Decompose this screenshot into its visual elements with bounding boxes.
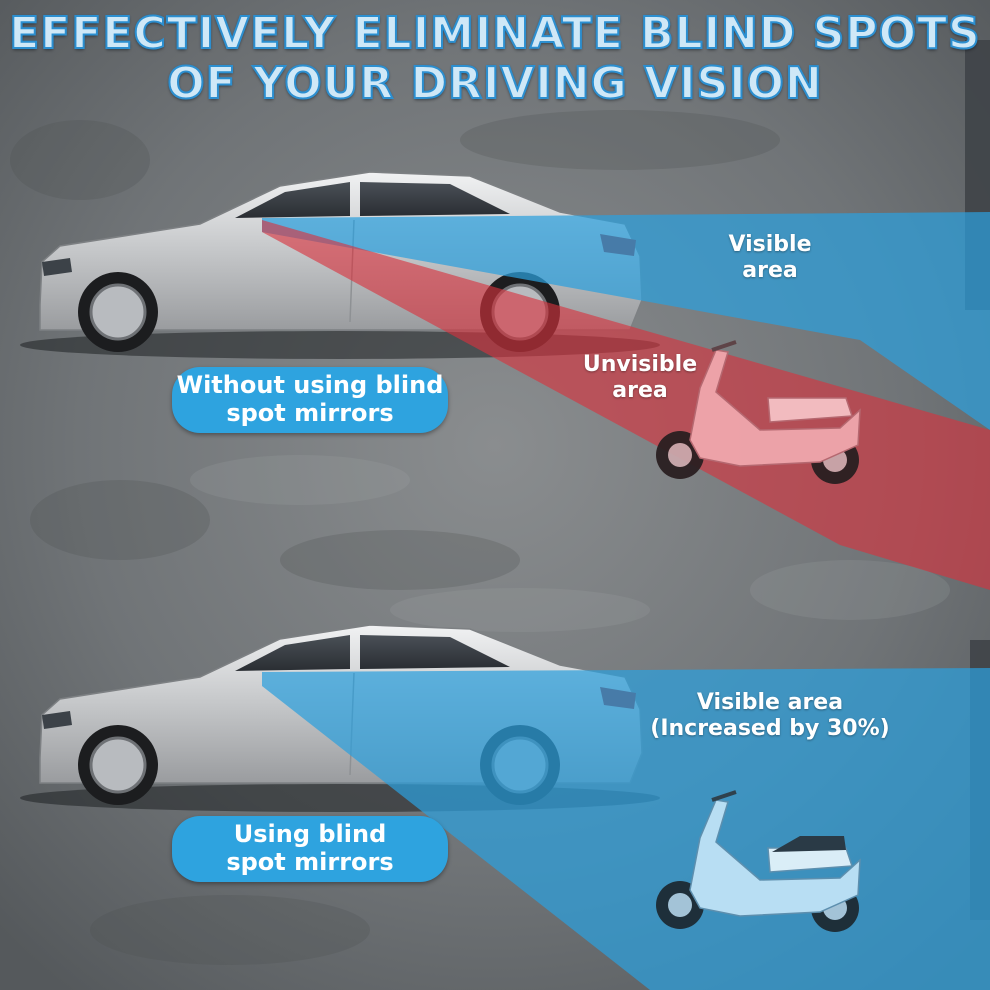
without-mirror-pill-line-1: Without using blind	[176, 371, 444, 399]
with-mirror-pill-line-2: spot mirrors	[226, 848, 394, 876]
title-line-2: OF YOUR DRIVING VISION	[166, 57, 823, 110]
bottom-scooter	[656, 790, 861, 932]
unvisible-label-line-1: Unvisible	[582, 352, 698, 377]
with-mirror-pill: Using blind spot mirrors	[172, 816, 448, 882]
bottom-visible-label-line-1: Visible area	[696, 690, 844, 715]
unvisible-label-line-2: area	[612, 378, 668, 403]
bottom-visible-label-line-2: (Increased by 30%)	[650, 716, 890, 741]
top-scooter	[656, 340, 861, 484]
bottom-visible-area-label: Visible area (Increased by 30%)	[640, 690, 900, 742]
without-mirror-pill-line-2: spot mirrors	[226, 399, 394, 427]
top-visible-zone	[262, 212, 990, 430]
top-visible-area-label: Visible area	[728, 232, 812, 283]
title-line-1: EFFECTIVELY ELIMINATE BLIND SPOTS	[8, 7, 981, 60]
top-unvisible-zone	[262, 220, 990, 590]
with-mirror-pill-line-1: Using blind	[233, 820, 387, 848]
top-unvisible-area-label: Unvisible area	[570, 352, 710, 404]
without-mirror-pill: Without using blind spot mirrors	[172, 367, 448, 433]
